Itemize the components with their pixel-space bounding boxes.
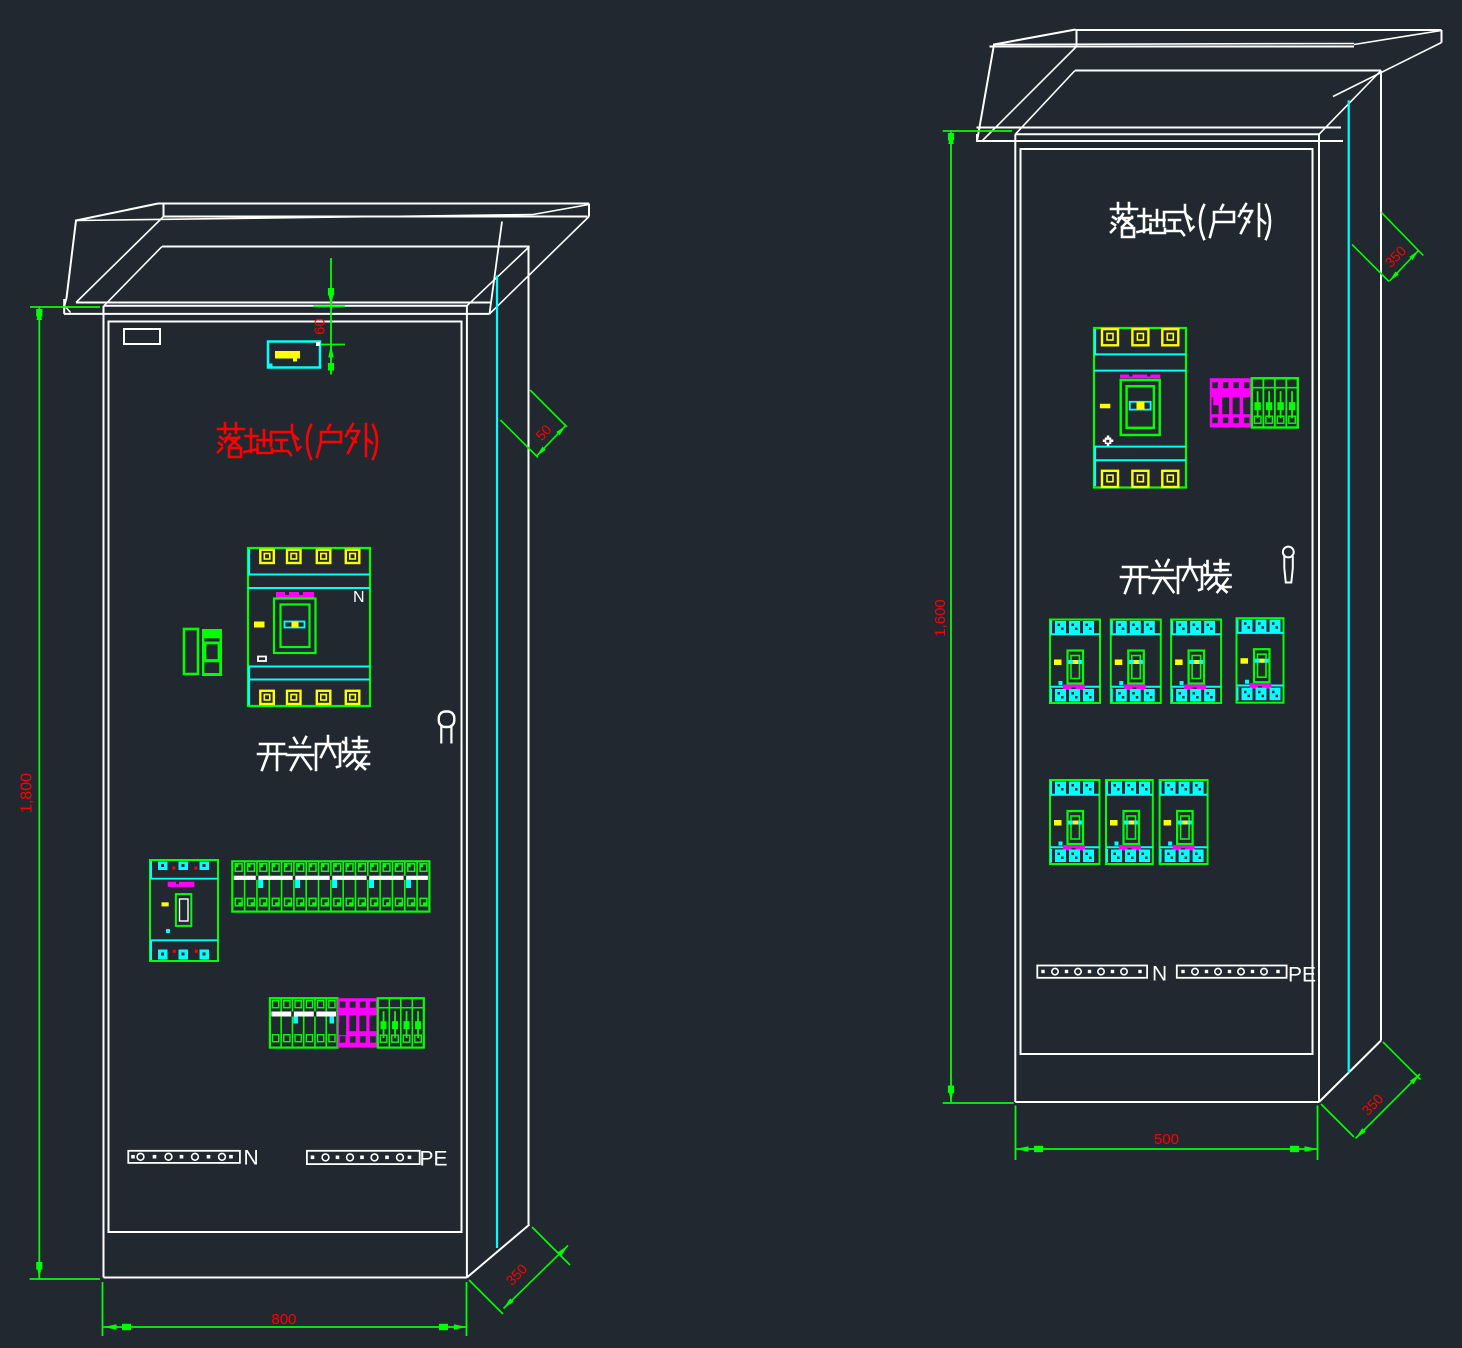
svg-text:500: 500 bbox=[1154, 1131, 1179, 1148]
svg-text:N: N bbox=[1152, 963, 1167, 986]
svg-text:1,800: 1,800 bbox=[19, 773, 36, 813]
svg-text:800: 800 bbox=[271, 1311, 296, 1328]
svg-text:60: 60 bbox=[312, 318, 329, 335]
svg-text:N: N bbox=[353, 589, 365, 606]
svg-text:N: N bbox=[244, 1147, 259, 1170]
svg-text:PE: PE bbox=[420, 1148, 448, 1171]
svg-text:1,600: 1,600 bbox=[932, 599, 949, 637]
svg-text:PE: PE bbox=[1288, 964, 1316, 987]
